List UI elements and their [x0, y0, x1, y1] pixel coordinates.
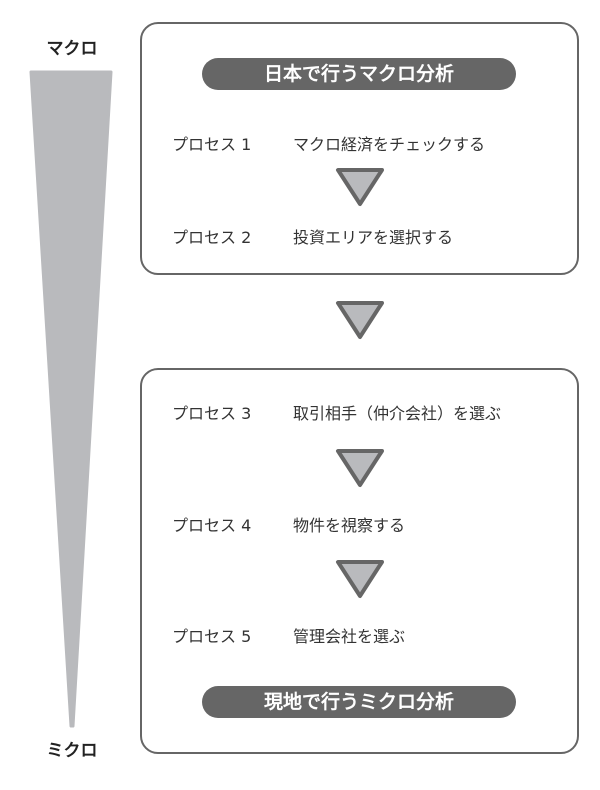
micro-label: ミクロ — [46, 741, 98, 761]
step-label: プロセス 5 — [172, 627, 252, 646]
process-step-3: プロセス 3 取引相手（仲介会社）を選ぶ — [172, 400, 501, 424]
step-text: 取引相手（仲介会社）を選ぶ — [293, 404, 502, 423]
down-arrow-icon — [336, 168, 384, 206]
step-text: 管理会社を選ぶ — [293, 627, 406, 646]
process-step-5: プロセス 5 管理会社を選ぶ — [172, 623, 405, 647]
step-text: 物件を視察する — [293, 516, 406, 535]
step-label: プロセス 4 — [172, 516, 252, 535]
down-arrow-icon — [336, 560, 384, 598]
process-step-2: プロセス 2 投資エリアを選択する — [172, 224, 453, 248]
process-step-4: プロセス 4 物件を視察する — [172, 512, 405, 536]
micro-analysis-title: 現地で行うミクロ分析 — [202, 686, 516, 718]
down-arrow-icon — [336, 449, 384, 487]
macro-analysis-title: 日本で行うマクロ分析 — [202, 58, 516, 90]
down-arrow-icon — [336, 301, 384, 339]
macro-label: マクロ — [46, 39, 98, 59]
step-text: マクロ経済をチェックする — [293, 135, 486, 154]
macro-to-micro-wedge — [29, 70, 113, 728]
step-label: プロセス 2 — [172, 228, 252, 247]
process-step-1: プロセス 1 マクロ経済をチェックする — [172, 131, 485, 155]
step-text: 投資エリアを選択する — [293, 228, 454, 247]
step-label: プロセス 1 — [172, 135, 252, 154]
step-label: プロセス 3 — [172, 404, 252, 423]
